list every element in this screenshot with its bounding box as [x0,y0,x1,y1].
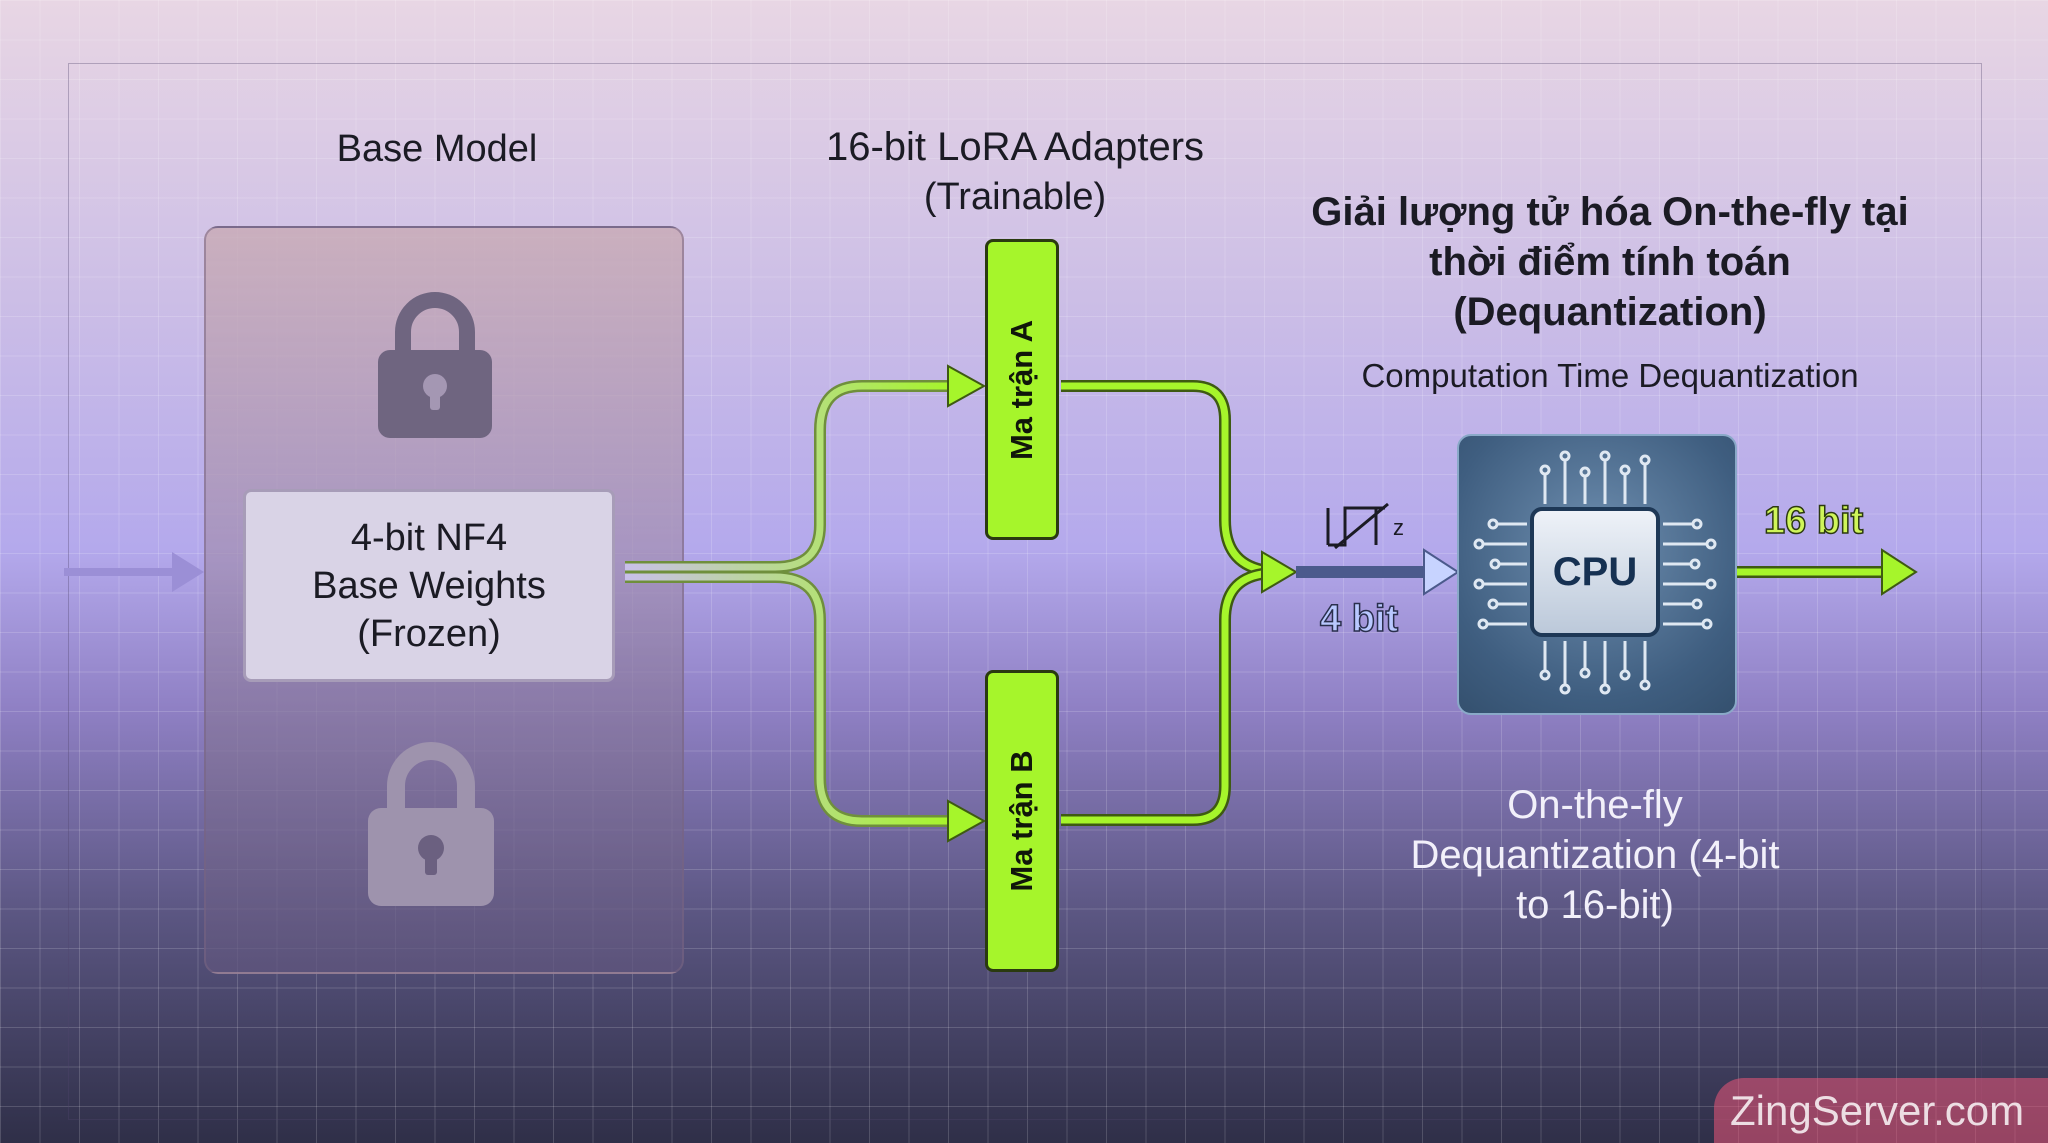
output-bit-label: 16 bit [1763,499,1864,543]
svg-text:z: z [1393,515,1404,540]
dequant-title: Giải lượng tử hóa On-the-fly tại thời đi… [1311,190,1909,334]
cpu-core: CPU [1530,507,1660,637]
nf4-line1: 4-bit NF4 [350,517,508,559]
matrix-b: Ma trận B [985,670,1059,972]
nf4-line2: Base Weights [312,565,546,607]
split-lines [615,364,987,843]
matrix-a: Ma trận A [985,239,1059,540]
dequant-caption: On-the-fly Dequantization (4-bit to 16-b… [1410,783,1780,927]
dequant-subtitle: Computation Time Dequantization [1361,357,1859,394]
merge-lines [1061,380,1298,826]
circuit-traces-icon [1473,450,1717,695]
quantize-step-icon: z [1326,502,1404,550]
lora-heading: 16-bit LoRA Adapters (Trainable) [770,122,1260,222]
lock-icon [368,742,494,906]
output-arrow [1735,548,1918,596]
quantized-input-arrow [1296,548,1460,596]
input-bit-label: 4 bit [1319,597,1399,641]
nf4-line3: (Frozen) [357,613,501,655]
matrix-b-label: Ma trận B [1004,750,1039,892]
diagram-frame [68,63,1982,1120]
lora-title: 16-bit LoRA Adapters [825,125,1205,169]
base-model-title: Base Model [336,128,538,170]
cpu-label: CPU [1552,549,1638,594]
nf4-weights-box: 4-bit NF4 Base Weights (Frozen) [243,489,615,682]
matrix-a-label: Ma trận A [1004,319,1039,460]
watermark: ZingServer.com [1714,1078,2048,1143]
lora-subtitle: (Trainable) [923,176,1107,218]
input-arrow [64,552,204,592]
lock-icon [378,292,492,438]
